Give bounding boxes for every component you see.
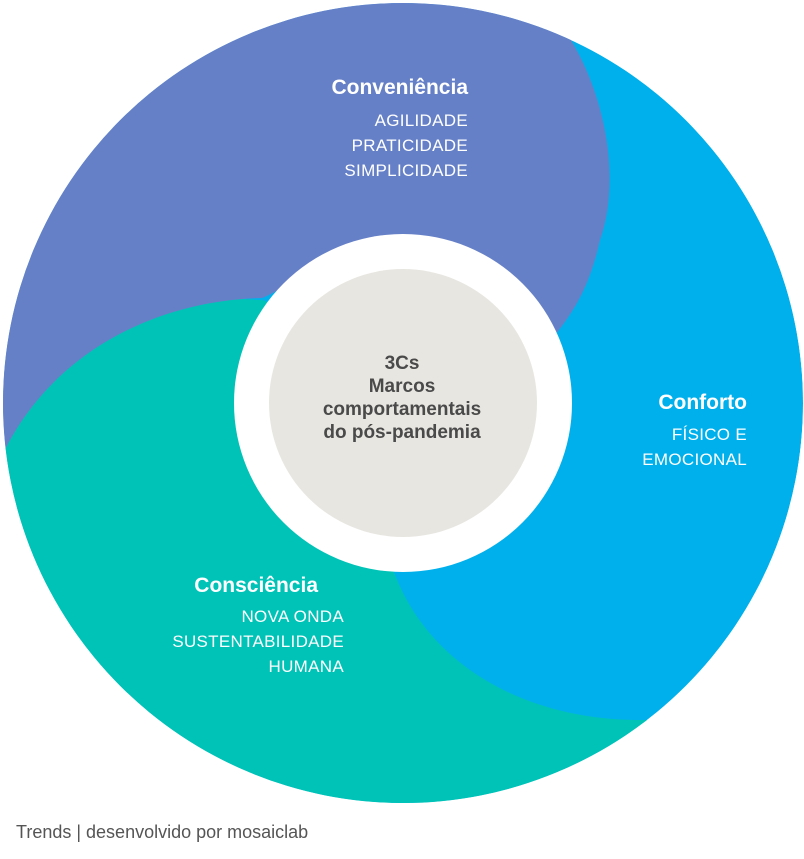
- comfort-item: FÍSICO E: [671, 425, 747, 444]
- comfort-item: EMOCIONAL: [642, 450, 747, 469]
- convenience-segment: [3, 3, 610, 460]
- center-line: Marcos: [368, 376, 436, 397]
- convenience-items: AGILIDADE PRATICIDADE SIMPLICIDADE: [268, 108, 468, 183]
- footer-credit: Trends | desenvolvido por mosaiclab: [16, 822, 309, 842]
- center-line: do pós-pandemia: [323, 422, 481, 443]
- conscience-segment: [3, 299, 803, 803]
- conscience-item: NOVA ONDA: [241, 607, 344, 626]
- convenience-item: AGILIDADE: [374, 111, 468, 130]
- convenience-item: SIMPLICIDADE: [344, 161, 468, 180]
- comfort-title: Conforto: [658, 391, 747, 414]
- conscience-items: NOVA ONDA SUSTENTABILIDADE HUMANA: [144, 604, 344, 679]
- comfort-items: FÍSICO E EMOCIONAL: [547, 422, 747, 472]
- conscience-item: SUSTENTABILIDADE: [172, 632, 344, 651]
- conscience-title: Consciência: [194, 574, 318, 597]
- center-line: comportamentais: [322, 399, 482, 420]
- center-label: 3Cs Marcos comportamentais do pós-pandem…: [268, 352, 536, 444]
- center-circle: [269, 269, 537, 537]
- convenience-title: Conveniência: [331, 76, 468, 99]
- center-line: 3Cs: [384, 353, 420, 374]
- conscience-item: HUMANA: [268, 657, 344, 676]
- convenience-item: PRATICIDADE: [351, 136, 468, 155]
